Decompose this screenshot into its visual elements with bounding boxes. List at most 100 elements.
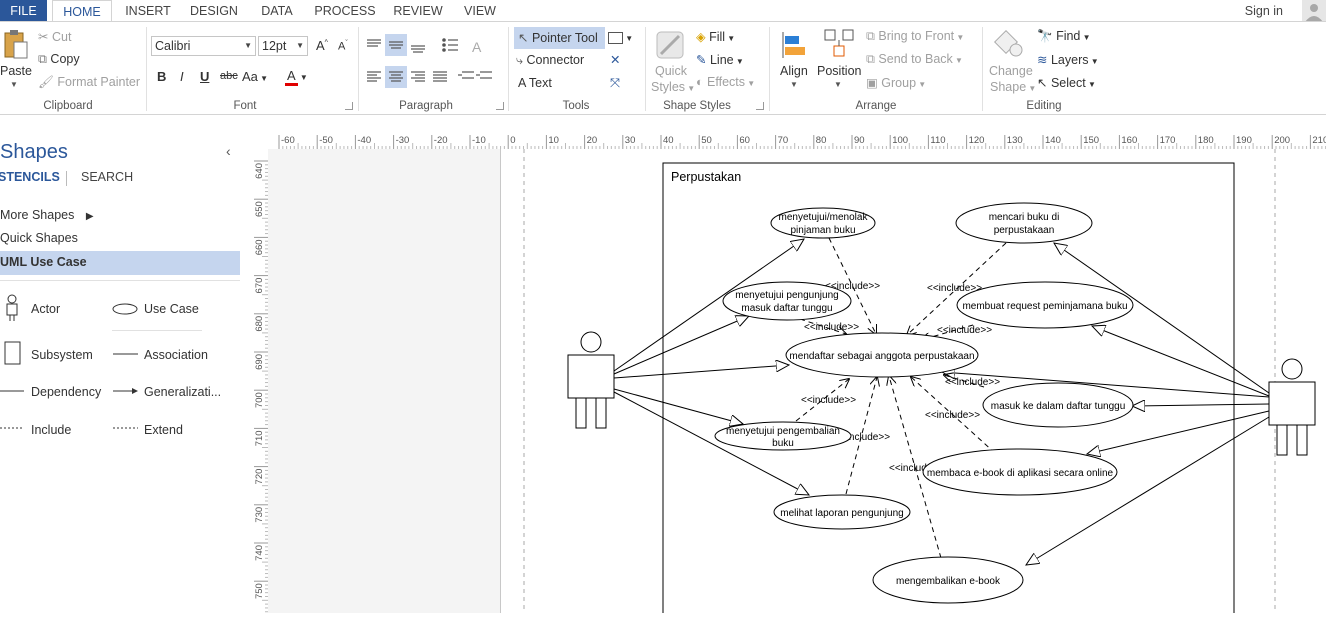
chevron-down-icon[interactable]: ▼ (790, 80, 798, 89)
connection-point-icon[interactable]: ⤧ (610, 76, 621, 90)
use-case-ellipse[interactable] (982, 382, 1134, 428)
actor-stencil-item[interactable]: Actor (31, 302, 61, 316)
clipboard-group-label: Clipboard (43, 100, 93, 112)
extend-stencil-item[interactable]: Extend (144, 423, 183, 437)
send-to-back-button[interactable]: ⧉ Send to Back ▼ (866, 52, 963, 66)
rectangle-tool-button[interactable]: ▼ (608, 30, 633, 44)
format-painter-button[interactable]: 🖌 Format Painter (38, 75, 140, 90)
fill-button[interactable]: ◈ Fill ▼ (696, 30, 736, 44)
tab-process[interactable]: PROCESS (314, 4, 376, 18)
collapse-panel-icon[interactable]: ‹ (226, 143, 231, 159)
paragraph-dialog-launcher-icon[interactable] (496, 102, 504, 110)
tab-file[interactable]: FILE (0, 0, 47, 22)
paste-label[interactable]: Paste (0, 64, 32, 78)
layers-button[interactable]: ≋ Layers ▼ (1037, 53, 1099, 67)
include-stencil-item[interactable]: Include (31, 423, 72, 437)
line-button[interactable]: ✎ Line ▼ (696, 53, 744, 67)
font-family-select[interactable]: Calibri▼ (151, 36, 256, 56)
shape-styles-dialog-launcher-icon[interactable] (756, 102, 764, 110)
tab-home[interactable]: HOME (52, 0, 112, 22)
align-middle-icon[interactable] (389, 41, 403, 49)
association-stencil-item[interactable]: Association (144, 348, 208, 362)
text-tool-button[interactable]: A Text (518, 76, 552, 90)
copy-button[interactable]: ⧉ Copy (38, 52, 80, 67)
align-bottom-icon[interactable] (411, 45, 425, 53)
tab-data[interactable]: DATA (261, 4, 293, 18)
tab-search[interactable]: SEARCH (81, 170, 134, 184)
grow-font-button[interactable]: A^ (316, 38, 328, 53)
font-size-select[interactable]: 12pt▼ (258, 36, 308, 56)
change-shape-label-2[interactable]: Shape ▼ (990, 80, 1037, 94)
align-right-icon[interactable] (411, 71, 425, 82)
find-button[interactable]: 🔭 Find ▼ (1037, 29, 1091, 43)
bring-to-front-button[interactable]: ⧉ Bring to Front ▼ (866, 29, 965, 43)
close-icon[interactable]: ✕ (610, 53, 621, 67)
paste-button[interactable] (2, 30, 28, 60)
use-case-ellipse[interactable] (773, 494, 911, 530)
actor-left[interactable] (567, 331, 615, 429)
bold-button[interactable]: B (157, 69, 167, 84)
align-center-icon[interactable] (389, 71, 403, 82)
sign-in-link[interactable]: Sign in (1244, 4, 1283, 18)
use-case-ellipse[interactable] (872, 556, 1024, 604)
align-top-icon[interactable] (367, 39, 381, 47)
quick-styles-button[interactable]: Quick (655, 64, 687, 78)
shrink-font-button[interactable]: Aˇ (338, 40, 348, 53)
generalization-stencil-item[interactable]: Generalizati... (144, 385, 222, 399)
font-color-button[interactable]: A ▼ (285, 68, 308, 86)
ruler-tick-label: 70 (778, 135, 789, 146)
increase-indent-icon[interactable] (476, 71, 492, 79)
dependency-stencil-item[interactable]: Dependency (31, 385, 102, 399)
position-icon[interactable] (823, 28, 855, 63)
user-avatar-icon[interactable] (1302, 0, 1326, 22)
justify-icon[interactable] (433, 71, 447, 82)
quick-styles-icon[interactable] (655, 30, 685, 63)
uml-use-case-stencil[interactable]: UML Use Case (0, 255, 87, 269)
quick-styles-label-2[interactable]: Styles ▼ (651, 80, 696, 94)
position-button[interactable]: Position (817, 64, 862, 78)
use-case-stencil-item[interactable]: Use Case (144, 302, 199, 316)
divider (982, 27, 983, 111)
align-icon[interactable] (780, 30, 808, 63)
font-dialog-launcher-icon[interactable] (345, 102, 353, 110)
align-button[interactable]: Align (780, 64, 808, 78)
use-case-ellipse[interactable] (955, 202, 1093, 244)
ruler-tick-label: 90 (854, 135, 865, 146)
subsystem-boundary[interactable] (662, 162, 1235, 613)
tab-insert[interactable]: INSERT (125, 4, 171, 18)
tab-review[interactable]: REVIEW (393, 4, 443, 18)
pointer-tool-button[interactable]: ↖ Pointer Tool (518, 30, 598, 45)
use-case-ellipse[interactable] (722, 281, 852, 321)
use-case-ellipse[interactable] (922, 448, 1118, 496)
paste-dropdown-icon[interactable]: ▼ (10, 80, 18, 89)
subsystem-stencil-item[interactable]: Subsystem (31, 348, 93, 362)
change-case-button[interactable]: Aa ▼ (242, 69, 269, 84)
text-direction-icon[interactable]: A (472, 39, 482, 55)
bullets-icon[interactable] (442, 38, 458, 52)
use-case-ellipse[interactable] (714, 421, 852, 451)
underline-button[interactable]: U (200, 69, 210, 84)
italic-button[interactable]: I (180, 69, 184, 84)
ruler-tick-label: 80 (816, 135, 827, 146)
use-case-ellipse[interactable] (956, 281, 1134, 329)
effects-button[interactable]: ◐ Effects ▼ (696, 75, 756, 89)
chevron-down-icon[interactable]: ▼ (834, 80, 842, 89)
select-button[interactable]: ↖ Select ▼ (1037, 76, 1096, 90)
tab-stencils[interactable]: STENCILS (0, 170, 60, 184)
group-button[interactable]: ▣ Group ▼ (866, 76, 927, 90)
align-left-icon[interactable] (367, 71, 381, 82)
strikethrough-button[interactable]: abc (220, 70, 238, 82)
cut-button[interactable]: ✂ Cut (38, 30, 72, 44)
use-case-ellipse[interactable] (770, 207, 876, 239)
tab-design[interactable]: DESIGN (190, 4, 238, 18)
connector-tool-button[interactable]: ⤷ Connector (516, 53, 584, 68)
tab-view[interactable]: VIEW (464, 4, 496, 18)
actor-right[interactable] (1268, 358, 1316, 456)
quick-shapes-item[interactable]: Quick Shapes (0, 231, 78, 245)
decrease-indent-icon[interactable] (458, 71, 474, 79)
use-case-ellipse[interactable] (785, 332, 979, 378)
more-shapes-item[interactable]: More Shapes ▶ (0, 208, 94, 222)
drawing-page[interactable]: Perpustakan (500, 149, 1326, 613)
change-shape-button[interactable]: Change (989, 64, 1033, 78)
change-shape-icon[interactable] (993, 28, 1026, 63)
